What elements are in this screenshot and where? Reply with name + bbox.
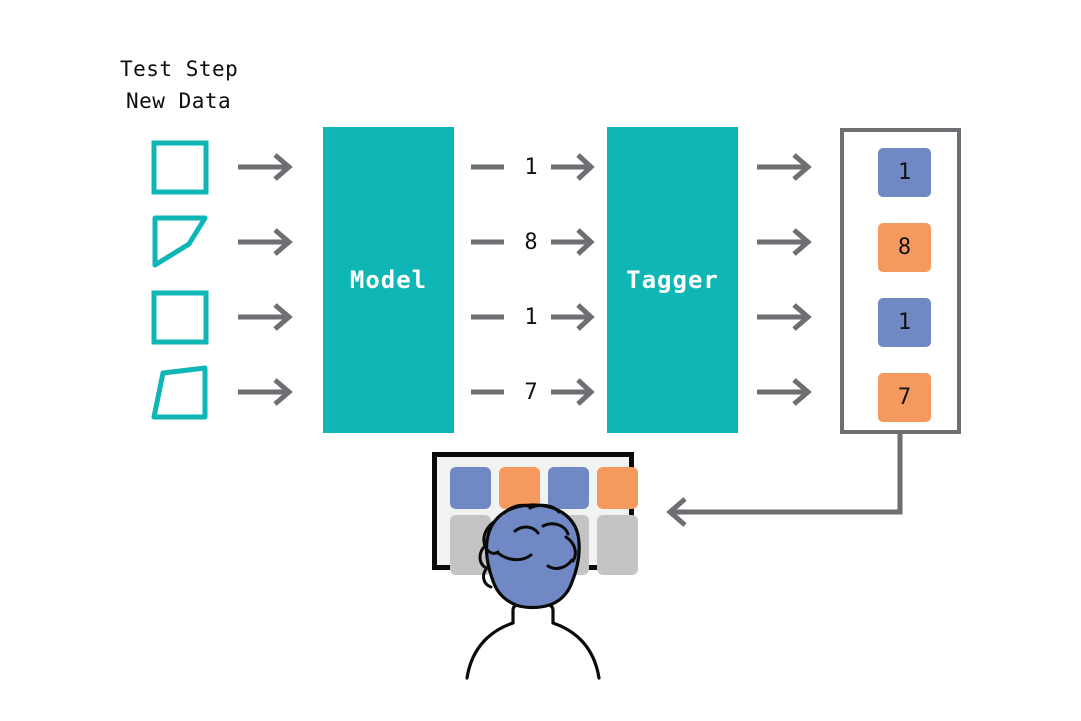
tagger-label: Tagger [626,266,719,294]
model-stage-box: Model [323,127,454,433]
prediction-value: 8 [524,230,538,255]
result-value: 1 [897,310,912,335]
result-tile[interactable]: 7 [878,373,931,422]
tagger-stage-box: Tagger [607,127,738,433]
page-title-line1: Test Step [120,57,239,81]
result-value: 1 [897,160,912,185]
screen-tile-blue [548,467,589,509]
screen-tile-gray [597,515,638,575]
prediction-value: 7 [524,380,538,405]
screen-tile-orange [597,467,638,509]
prediction-value: 1 [524,155,538,180]
square-shape [151,290,209,345]
result-tile[interactable]: 1 [878,298,931,347]
result-value: 8 [897,235,912,260]
page-title-line2: New Data [126,89,232,113]
torso-outline [465,602,601,680]
quad-shape-2 [151,365,208,420]
tagged-results-panel: 1 8 1 7 [840,128,961,434]
screen-tile-orange [499,467,540,509]
result-tile[interactable]: 8 [878,223,931,272]
screen-tile-blue [450,467,491,509]
feedback-arrow [666,434,903,527]
head-hair [484,503,581,610]
square-shape [151,140,209,195]
model-label: Model [349,266,428,294]
quad-shape-1 [152,215,208,268]
prediction-value: 1 [524,305,538,330]
result-tile[interactable]: 1 [878,148,931,197]
result-value: 7 [897,385,912,410]
